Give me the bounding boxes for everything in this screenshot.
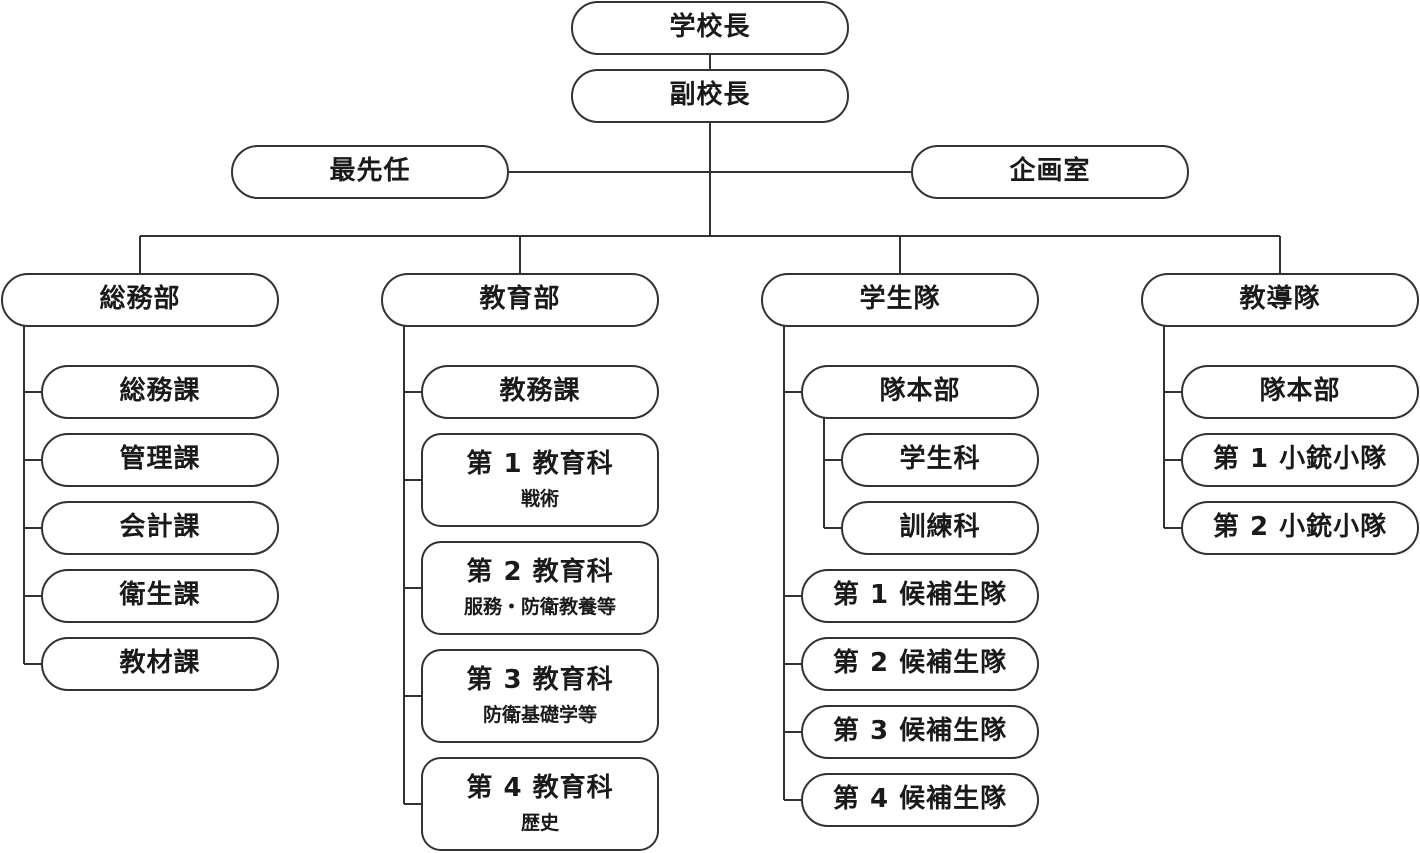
platoon-box: 第 1 小銃小隊 — [1181, 433, 1419, 487]
squad-label: 第 3 候補生隊 — [832, 716, 1008, 747]
course-box: 第 4 教育科 歴史 — [421, 757, 659, 851]
senior-label: 最先任 — [329, 156, 411, 187]
dept-general-affairs-box: 総務部 — [1, 273, 279, 327]
dept-education-box: 教育部 — [381, 273, 659, 327]
platoon-label: 第 2 小銃小隊 — [1212, 512, 1388, 543]
section-label: 会計課 — [119, 512, 201, 543]
course-subject: 戦術 — [520, 488, 559, 511]
section-box: 総務課 — [41, 365, 279, 419]
section-label: 教材課 — [119, 648, 201, 679]
course-box: 第 2 教育科 服務・防衛教養等 — [421, 541, 659, 635]
planning-label: 企画室 — [1009, 156, 1091, 187]
section-box: 衛生課 — [41, 569, 279, 623]
squad-box: 第 4 候補生隊 — [801, 773, 1039, 827]
platoon-box: 第 2 小銃小隊 — [1181, 501, 1419, 555]
course-subject: 歴史 — [520, 812, 559, 835]
hq-section-label: 学生科 — [899, 444, 981, 475]
hq-section-box: 訓練科 — [841, 501, 1039, 555]
cadet-hq-box: 隊本部 — [801, 365, 1039, 419]
course-name: 第 4 教育科 — [466, 773, 614, 803]
squad-label: 第 4 候補生隊 — [832, 784, 1008, 815]
course-name: 第 2 教育科 — [466, 557, 614, 587]
dept-instructor-corps-box: 教導隊 — [1141, 273, 1419, 327]
principal-box: 学校長 — [571, 1, 849, 55]
planning-box: 企画室 — [911, 145, 1189, 199]
course-name: 第 1 教育科 — [466, 449, 614, 479]
section-label: 管理課 — [119, 444, 201, 475]
cadet-hq-label: 隊本部 — [879, 376, 961, 407]
squad-label: 第 2 候補生隊 — [832, 648, 1008, 679]
squad-box: 第 2 候補生隊 — [801, 637, 1039, 691]
section-box: 会計課 — [41, 501, 279, 555]
dept-cadet-corps-label: 学生隊 — [859, 284, 941, 315]
hq-section-label: 訓練科 — [899, 512, 981, 543]
squad-box: 第 3 候補生隊 — [801, 705, 1039, 759]
section-label: 総務課 — [119, 376, 201, 407]
course-name: 第 3 教育科 — [466, 665, 614, 695]
squad-box: 第 1 候補生隊 — [801, 569, 1039, 623]
section-box: 管理課 — [41, 433, 279, 487]
platoon-label: 第 1 小銃小隊 — [1212, 444, 1388, 475]
principal-label: 学校長 — [669, 12, 751, 43]
senior-box: 最先任 — [231, 145, 509, 199]
instructor-hq-box: 隊本部 — [1181, 365, 1419, 419]
education-office-box: 教務課 — [421, 365, 659, 419]
education-office-label: 教務課 — [499, 376, 581, 407]
section-label: 衛生課 — [119, 580, 201, 611]
dept-education-label: 教育部 — [479, 284, 561, 315]
course-subject: 服務・防衛教養等 — [463, 596, 616, 619]
dept-cadet-corps-box: 学生隊 — [761, 273, 1039, 327]
dept-instructor-corps-label: 教導隊 — [1239, 284, 1321, 315]
course-box: 第 1 教育科 戦術 — [421, 433, 659, 527]
section-box: 教材課 — [41, 637, 279, 691]
course-subject: 防衛基礎学等 — [482, 704, 597, 727]
squad-label: 第 1 候補生隊 — [832, 580, 1008, 611]
hq-section-box: 学生科 — [841, 433, 1039, 487]
vice-principal-box: 副校長 — [571, 69, 849, 123]
course-box: 第 3 教育科 防衛基礎学等 — [421, 649, 659, 743]
dept-general-affairs-label: 総務部 — [99, 284, 181, 315]
vice-principal-label: 副校長 — [669, 80, 751, 111]
instructor-hq-label: 隊本部 — [1259, 376, 1341, 407]
